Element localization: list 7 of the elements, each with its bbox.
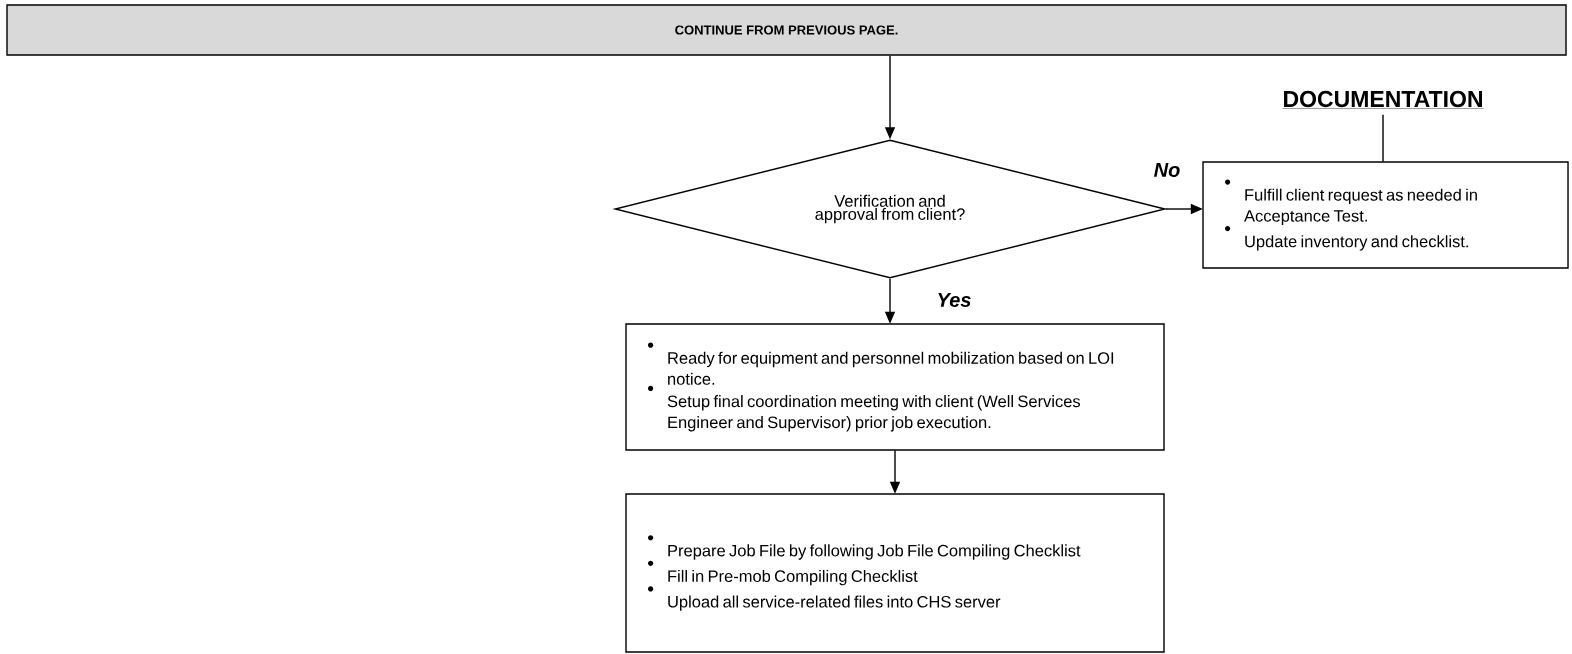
process-box: Prepare Job File by following Job File Compiling Checklist Fill in Pre-mob Compiling Checklist Upload all service-related files into CHS server — [625, 493, 1165, 653]
banner-box: CONTINUE FROM PREVIOUS PAGE. — [6, 4, 1567, 56]
process-box: Fulfill client request as needed in Acceptance Test. Update inventory and checklist. — [1202, 161, 1569, 269]
edge-label: No — [1152, 162, 1182, 178]
process-box: Ready for equipment and personnel mobilization based on LOI notice. Setup final coordination meeting with client (Well Services Engineer and Supervisor) prior job execution. — [625, 323, 1165, 451]
section-heading: DOCUMENTATION — [1282, 90, 1484, 109]
edge-label: Yes — [935, 292, 973, 308]
